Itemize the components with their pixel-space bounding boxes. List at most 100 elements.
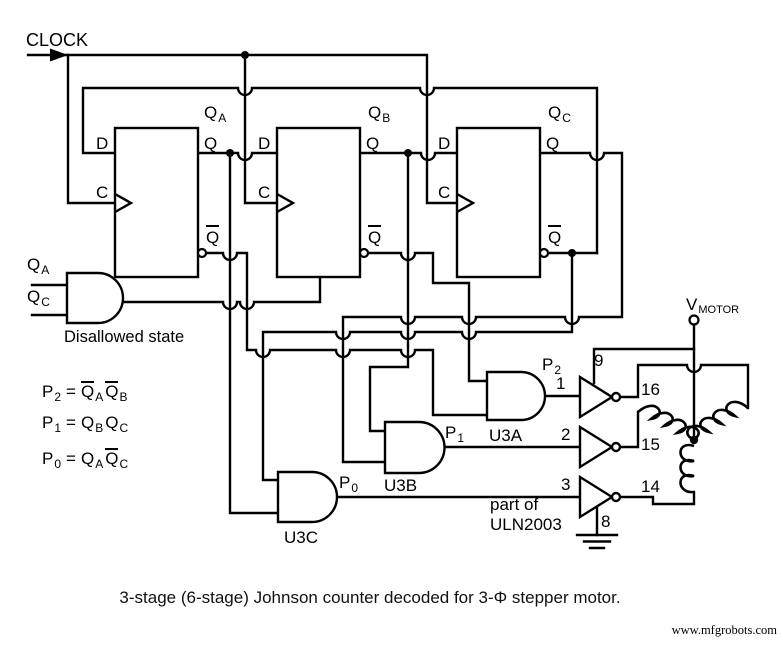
winding-bottom-coil: [679, 443, 695, 494]
qb-branch-to-u3b: [368, 151, 410, 433]
ff3-clock-triangle-icon: [456, 192, 476, 214]
eq-p2-t1: Q: [80, 381, 95, 401]
signal-qc-sub: C: [562, 111, 571, 125]
eq-p1-t2-sub: C: [119, 421, 129, 435]
and-gates: [65, 271, 547, 524]
p0-output-label: P0: [339, 474, 358, 495]
vmotor-terminal-icon: [688, 314, 700, 326]
uln-part-label-1: part of: [490, 495, 539, 514]
clock-branch-ff1: [66, 53, 117, 205]
buffer2-bubble-icon: [610, 441, 622, 453]
u3a-label: U3A: [489, 426, 523, 445]
ff2-pin-q: Q: [366, 134, 380, 153]
p1-sub: 1: [457, 431, 465, 445]
bubbles: [196, 247, 700, 326]
uln-pin16-label: 16: [641, 380, 660, 399]
com-wire: [592, 347, 696, 385]
ff1-qbar-bubble-icon: [196, 247, 208, 259]
eq-p2-t2: Q: [105, 381, 119, 401]
eq-p1-t2: Q: [105, 413, 119, 432]
u3c-label: U3C: [284, 528, 319, 547]
wiring: [26, 53, 750, 550]
signal-qc-base: Q: [548, 103, 562, 122]
vmotor-base: V: [686, 295, 698, 314]
phase3-wire: [618, 490, 696, 506]
clock-label: CLOCK: [26, 30, 89, 50]
ff1-pin-c: C: [96, 183, 109, 202]
junction-dot: [226, 149, 234, 157]
signal-qb-base: Q: [368, 103, 382, 122]
disallowed-in2-base: Q: [27, 287, 41, 306]
p2-output-label: P2: [542, 355, 561, 377]
ff1-box: [113, 126, 200, 279]
eq-p0-op: =: [66, 449, 76, 468]
eq-p1-lhs: P: [42, 413, 54, 432]
eq-p2-t2-sub: B: [119, 390, 128, 404]
motor-windings: [637, 400, 749, 494]
uln-pin3-label: 3: [561, 475, 571, 494]
ff3-pin-d: D: [438, 134, 451, 153]
junction-dot: [689, 435, 699, 445]
uln-part-label-2: ULN2003: [490, 515, 562, 534]
junction-dot: [241, 51, 249, 59]
driver-buffers: [578, 374, 622, 520]
p2-base: P: [542, 355, 554, 374]
u3c-gate: [276, 470, 339, 524]
ff2-qbar-bubble-icon: [358, 247, 370, 259]
signal-qb-label: QB: [368, 103, 390, 125]
junction-dot: [404, 149, 412, 157]
ff2-pin-c: C: [258, 183, 271, 202]
ff2-clock-triangle-icon: [276, 192, 296, 214]
junction-dot: [568, 249, 576, 257]
uln-pin15-label: 15: [641, 435, 660, 454]
clock-arrowhead-icon: [50, 48, 68, 62]
watermark: www.mfgrobots.com: [671, 623, 777, 637]
signal-qc-label: QC: [548, 103, 571, 125]
buffer1-bubble-icon: [610, 391, 622, 403]
u3b-gate: [383, 420, 446, 475]
ff3-pin-qbar: Q: [548, 228, 562, 247]
disallowed-in1-base: Q: [27, 255, 41, 274]
flipflops: [113, 126, 542, 279]
buffer3-bubble-icon: [610, 491, 622, 503]
eq-p1-lhs-sub: 1: [54, 421, 62, 435]
disallowed-state-label: Disallowed state: [64, 328, 185, 346]
disallowed-in1-sub: A: [41, 263, 50, 277]
disallowed-in1-label: QA: [27, 255, 50, 277]
ff2-pin-qbar: Q: [368, 228, 382, 247]
eq-p1-op: =: [66, 413, 76, 432]
eq-p0-lhs: P: [42, 449, 54, 468]
disallowed-in2-sub: C: [41, 295, 50, 309]
clock-wire: [26, 53, 459, 205]
qbara-to-u3a: [204, 251, 489, 417]
clock-branch-ff2: [243, 53, 279, 205]
eq-p0-lhs-sub: 0: [54, 457, 62, 471]
eq-p2-lhs-sub: 2: [54, 390, 62, 404]
u3b-label: U3B: [384, 476, 418, 495]
buffer1-triangle: [578, 374, 615, 420]
signal-qa-sub: A: [218, 111, 227, 125]
eq-p0-t1: Q: [80, 449, 95, 468]
signal-qa-label: QA: [204, 104, 227, 125]
ff3-qbar-bubble-icon: [538, 247, 550, 259]
u3a-gate: [485, 370, 547, 422]
phase1-wire: [618, 363, 750, 410]
phase2-wire: [618, 410, 640, 449]
ff3-box: [455, 126, 542, 279]
junctions: [50, 48, 699, 445]
disallowed-in2-label: QC: [27, 287, 50, 309]
qbarb-to-u3a: [366, 251, 489, 383]
ff3-pin-c: C: [438, 183, 451, 202]
qa-wire: [196, 151, 279, 162]
buffer2-triangle: [578, 424, 615, 470]
p1-base: P: [445, 423, 457, 442]
eq-p0-t2: Q: [105, 448, 119, 468]
vmotor-sub: MOTOR: [698, 304, 740, 316]
eq-p2-lhs: P: [42, 382, 54, 401]
qa-branch-to-u3c: [228, 151, 280, 515]
p1-output-label: P1: [445, 423, 465, 445]
